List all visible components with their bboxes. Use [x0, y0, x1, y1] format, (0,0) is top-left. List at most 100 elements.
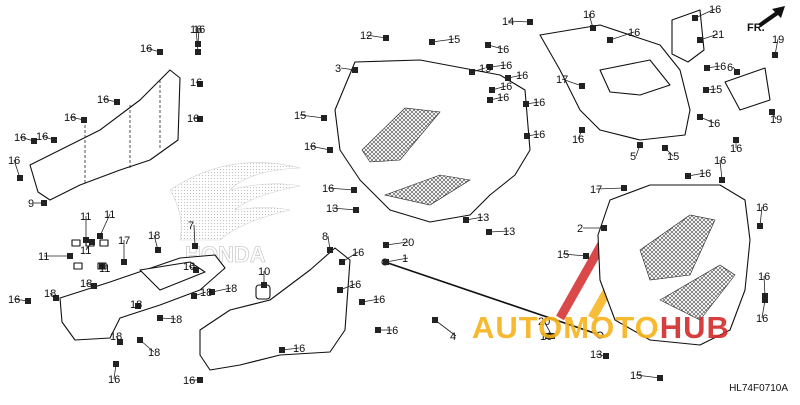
leader-line-14 — [507, 20, 531, 23]
leader-line-15 — [635, 374, 661, 379]
leader-line-16 — [507, 74, 523, 79]
callout-16: 16 — [572, 134, 584, 146]
direction-label: FR. — [747, 22, 765, 34]
leader-line-16 — [341, 251, 359, 263]
callout-16: 16 — [190, 24, 202, 36]
callout-19: 19 — [770, 114, 782, 126]
leader-line-17 — [595, 187, 625, 190]
callout-16: 16 — [709, 4, 721, 16]
leader-line-8 — [327, 235, 331, 251]
leader-line-16 — [525, 101, 540, 105]
callout-16: 16 — [108, 374, 120, 386]
part-3-inner-box — [334, 59, 531, 223]
leader-line-4 — [434, 319, 457, 337]
callout-18: 18 — [110, 331, 122, 343]
callout-8: 8 — [322, 231, 328, 243]
callout-13: 13 — [503, 226, 515, 238]
leader-line-16 — [195, 81, 201, 85]
leader-line-21 — [699, 33, 719, 41]
callout-16: 16 — [533, 129, 545, 141]
callout-3: 3 — [335, 63, 341, 75]
leader-line-18 — [153, 234, 159, 251]
callout-17: 17 — [556, 74, 568, 86]
leader-line-18 — [193, 291, 207, 297]
leader-line-16 — [113, 363, 117, 380]
callout-20: 20 — [402, 237, 414, 249]
leader-line-16 — [192, 117, 201, 120]
part-2-lower-right-cover — [597, 184, 751, 346]
leader-line-13 — [331, 207, 357, 211]
callout-16: 16 — [8, 294, 20, 306]
callout-21: 21 — [712, 29, 724, 41]
watermark-word-1: AUTOMOTO — [472, 310, 660, 345]
callout-13: 13 — [326, 203, 338, 215]
leader-line-16 — [19, 136, 35, 142]
leader-line-18 — [115, 335, 121, 343]
leader-line-16 — [145, 47, 161, 53]
leader-line-16 — [577, 129, 583, 140]
leader-line-20 — [543, 320, 553, 337]
fr-arrow-icon — [758, 6, 785, 27]
leader-line-13 — [488, 230, 510, 233]
callout-16: 16 — [497, 44, 509, 56]
callout-16: 16 — [293, 343, 305, 355]
leader-line-18 — [135, 303, 139, 307]
callout-16: 16 — [193, 24, 205, 36]
leader-line-7 — [193, 224, 196, 247]
callout-11: 11 — [80, 245, 91, 257]
part-9-left-panel — [29, 69, 181, 201]
callout-9: 9 — [28, 198, 34, 210]
leader-line-16 — [489, 64, 507, 68]
leader-line-11 — [85, 241, 93, 251]
callout-18: 18 — [44, 288, 56, 300]
callout-16: 16 — [352, 247, 364, 259]
leader-line-15 — [562, 253, 587, 257]
callout-18: 18 — [200, 287, 212, 299]
callout-16: 16 — [714, 155, 726, 167]
callout-16: 16 — [349, 279, 361, 291]
callout-11: 11 — [104, 209, 115, 221]
leader-line-16 — [694, 8, 716, 19]
leader-line-16 — [69, 116, 85, 121]
callout-16: 16 — [64, 112, 76, 124]
leader-line-16 — [526, 133, 540, 137]
part-5-upper-right-panel — [539, 24, 691, 141]
callout-16: 16 — [699, 168, 711, 180]
callout-13: 13 — [477, 212, 489, 224]
callout-18: 18 — [130, 299, 142, 311]
callout-18: 18 — [225, 283, 237, 295]
leader-line-5 — [635, 144, 641, 157]
leader-lines — [13, 8, 779, 381]
leader-line-17 — [561, 78, 583, 87]
watermark-word-2: HUB — [659, 310, 730, 345]
callout-10: 10 — [258, 266, 270, 278]
leader-line-16 — [102, 98, 118, 103]
leader-line-16 — [13, 159, 21, 179]
callout-15: 15 — [479, 63, 491, 75]
callout-16: 16 — [516, 70, 528, 82]
leader-line-16 — [339, 283, 356, 291]
callout-15: 15 — [448, 34, 460, 46]
callout-18: 18 — [148, 347, 160, 359]
callout-15: 15 — [710, 84, 722, 96]
leader-line-16 — [327, 187, 355, 191]
leader-line-15 — [471, 67, 486, 73]
callout-16: 16 — [533, 97, 545, 109]
watermark-text: AUTOMOTOHUB — [472, 310, 730, 346]
callout-5: 5 — [630, 151, 636, 163]
callout-17: 17 — [590, 184, 602, 196]
callout-18: 18 — [80, 278, 92, 290]
callout-16: 16 — [708, 118, 720, 130]
callout-15: 15 — [630, 370, 642, 382]
callout-15: 15 — [557, 249, 569, 261]
callout-15: 15 — [294, 110, 306, 122]
leader-line-16 — [281, 347, 300, 351]
callout-16: 16 — [187, 113, 199, 125]
leader-line-16 — [361, 298, 380, 303]
callout-18: 18 — [170, 314, 182, 326]
leader-line-19 — [774, 38, 779, 56]
leader-line-18 — [159, 317, 177, 320]
callout-16: 16 — [497, 92, 509, 104]
leader-line-16 — [706, 65, 721, 69]
